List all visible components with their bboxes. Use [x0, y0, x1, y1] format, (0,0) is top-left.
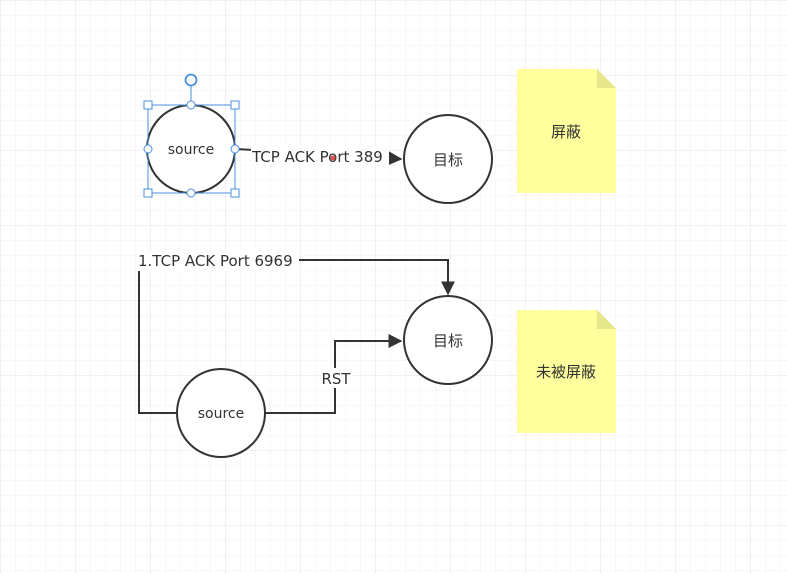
note-blocked[interactable]: 屏蔽 [517, 69, 616, 193]
source-node-2[interactable] [176, 368, 266, 458]
connection-point-bottom[interactable] [186, 188, 196, 198]
rotate-handle[interactable] [184, 73, 198, 87]
diagram1: TCP ACK Port 389 source 目标 屏蔽 [143, 69, 616, 204]
connection-point-right[interactable] [230, 144, 240, 154]
resize-handle-bottom-left[interactable] [143, 188, 153, 198]
note-2-fold [597, 310, 616, 329]
connection-point-left[interactable] [143, 144, 153, 154]
note-2-body [517, 310, 616, 433]
target-node-label: 目标 [433, 151, 463, 169]
edge-label-bg [251, 146, 389, 166]
edge2-label-bg [320, 368, 352, 388]
note-2-label: 未被屏蔽 [536, 363, 596, 381]
note-label: 屏蔽 [551, 123, 581, 141]
edge-midpoint-handle[interactable] [330, 155, 336, 161]
selection-box[interactable] [143, 73, 240, 198]
note-fold [597, 69, 616, 88]
edge2-label[interactable]: RST [321, 370, 351, 388]
edge1-label-bg [137, 251, 299, 271]
note-not-blocked[interactable]: 未被屏蔽 [517, 310, 616, 433]
target-node[interactable] [403, 114, 493, 204]
source-node-2-label: source [198, 406, 245, 422]
target-node-2[interactable] [403, 295, 493, 385]
source-node-label: source [168, 142, 215, 158]
target-node-2-label: 目标 [433, 332, 463, 350]
edge-label-tcp-ack-389[interactable]: TCP ACK Port 389 [251, 148, 383, 166]
note-body [517, 69, 616, 193]
resize-handle-top-right[interactable] [230, 100, 240, 110]
resize-handle-top-left[interactable] [143, 100, 153, 110]
diagram2: 1.TCP ACK Port 6969 RST source 目标 未被屏蔽 [137, 251, 616, 458]
resize-handle-bottom-right[interactable] [230, 188, 240, 198]
connection-point-top[interactable] [186, 100, 196, 110]
edge1-label[interactable]: 1.TCP ACK Port 6969 [138, 252, 293, 270]
